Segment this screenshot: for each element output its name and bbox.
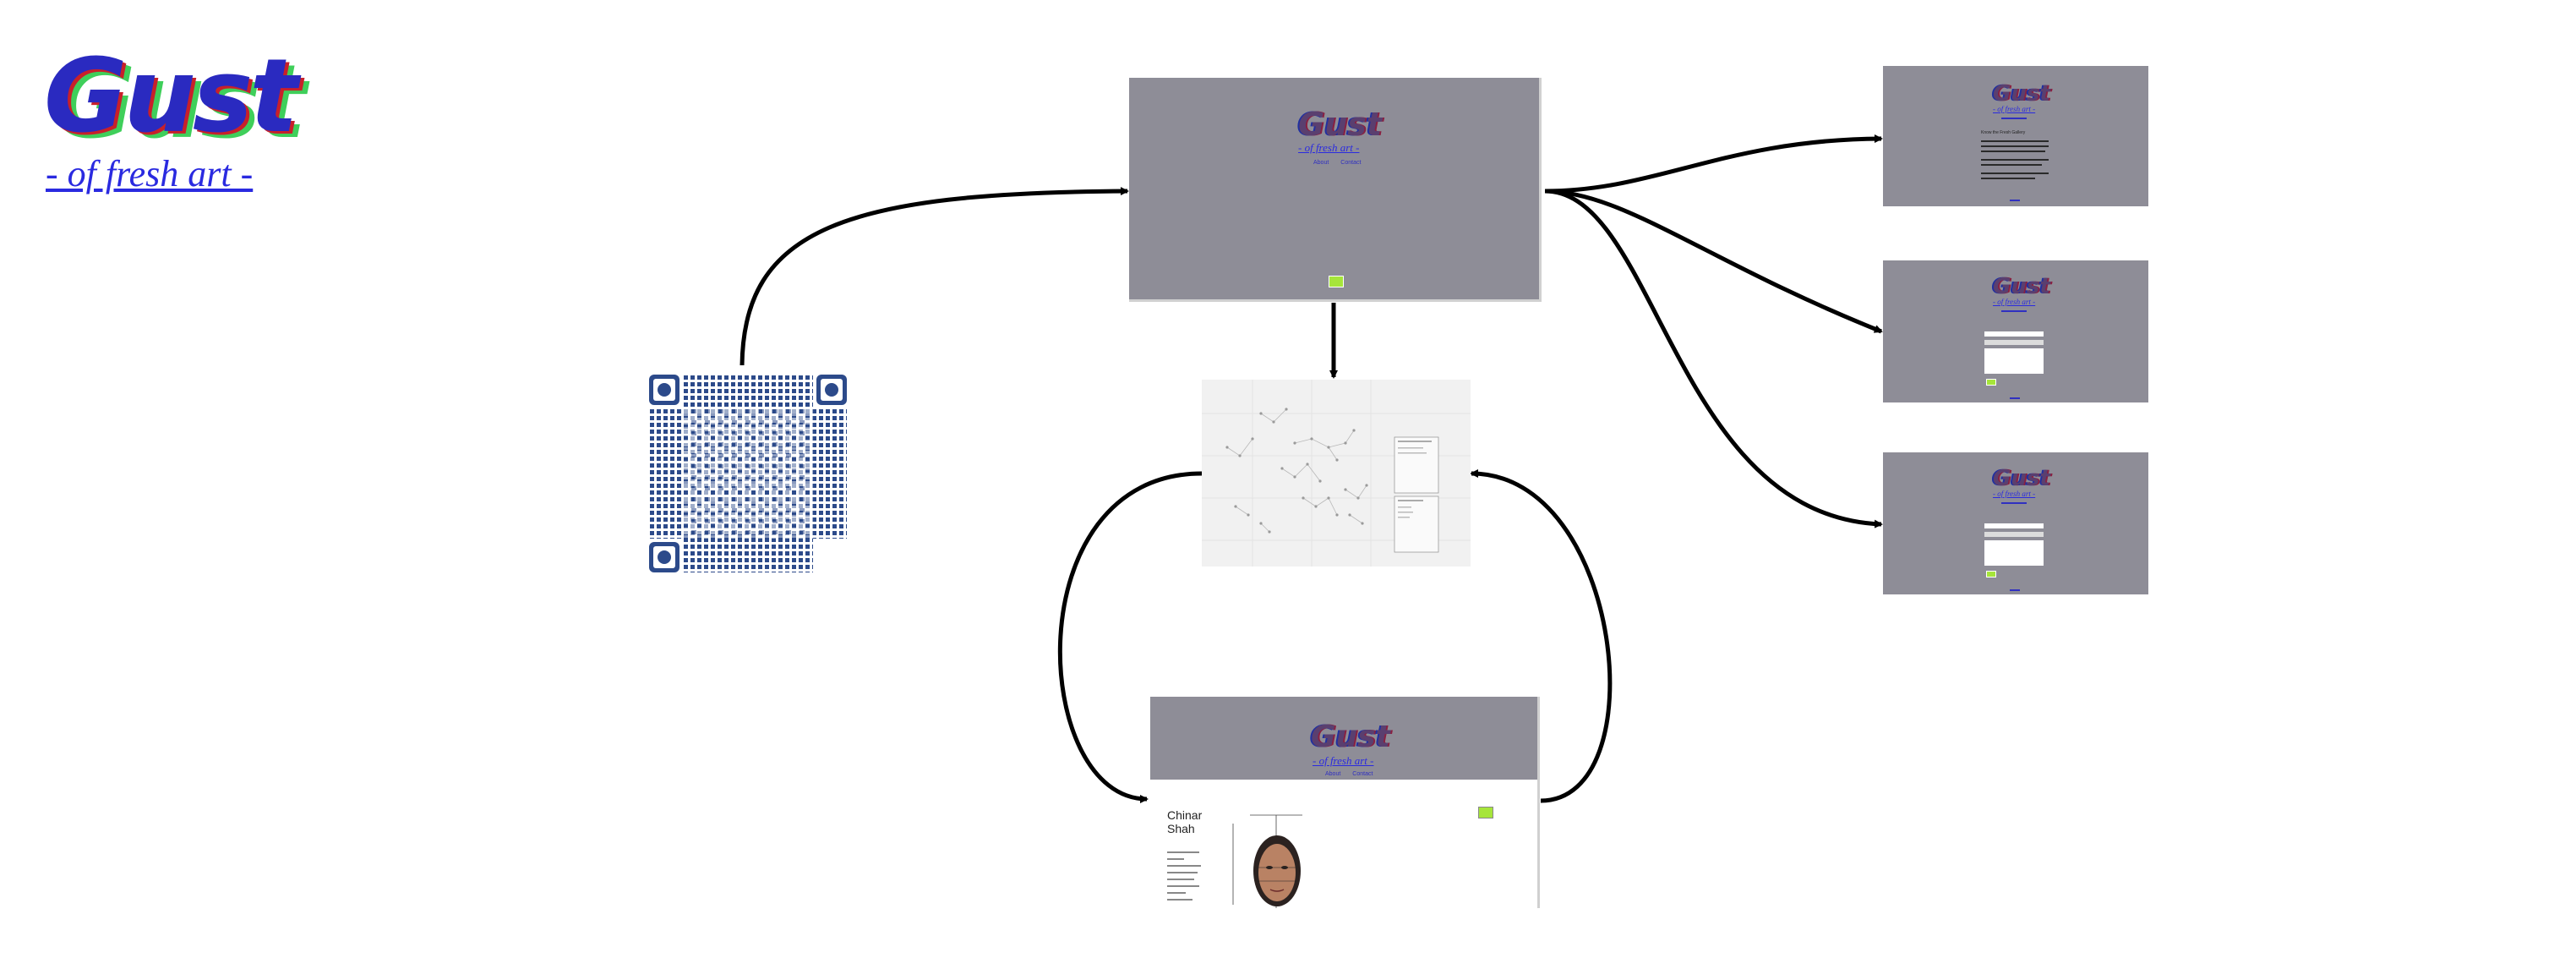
about-thumb-logo: Gust <box>1993 81 2050 107</box>
contact1-thumb-tagline: - of fresh art - <box>1993 298 2036 306</box>
about-thumb-text-line <box>1981 145 2049 147</box>
about-thumb-text-line <box>1981 140 2049 142</box>
contact1-thumb-name-field[interactable] <box>1984 331 2044 337</box>
arrow-artist-to-map <box>1470 469 1613 803</box>
about-thumb-text-line <box>1981 172 2049 174</box>
contact2-thumb-tagline: - of fresh art - <box>1993 490 2036 498</box>
logo-shadow-red: Gust <box>47 41 302 158</box>
contact1-thumb-submit-button[interactable] <box>1986 379 1996 386</box>
artist-thumb-header: Gust - of fresh art - About Contact <box>1150 697 1537 780</box>
arrow-home-to-contact2 <box>1544 189 1883 528</box>
contact-page-thumbnail-2[interactable]: Gust - of fresh art - <box>1883 452 2148 594</box>
about-thumb-text-line <box>1981 164 2042 166</box>
map-view-thumbnail[interactable] <box>1202 380 1471 567</box>
artist-bio-line <box>1167 879 1194 880</box>
artist-last-name: Shah <box>1167 822 1195 836</box>
home-thumb-nav: About Contact <box>1313 160 1373 166</box>
home-thumb-nav-contact[interactable]: Contact <box>1340 160 1362 166</box>
artist-thumb-nav-about[interactable]: About <box>1325 771 1341 777</box>
artist-thumb-green-button[interactable] <box>1478 807 1493 818</box>
artist-bio-line <box>1167 899 1192 901</box>
artist-thumb-nav: About Contact <box>1325 771 1384 777</box>
qr-finder-top-left <box>649 375 679 405</box>
about-thumb-heading: Know the Fresh Gallery <box>1981 130 2026 135</box>
contact1-thumb-email-field[interactable] <box>1984 340 2044 345</box>
artist-thumb-name: Chinar Shah <box>1167 808 1202 835</box>
map-side-panel-bottom <box>1394 495 1439 553</box>
artist-page-thumbnail[interactable]: Gust - of fresh art - About Contact China… <box>1150 697 1540 908</box>
qr-finder-bottom-left <box>649 542 679 572</box>
contact2-thumb-message-field[interactable] <box>1984 540 2044 566</box>
home-thumb-tagline: - of fresh art - <box>1298 141 1360 154</box>
contact2-thumb-submit-button[interactable] <box>1986 571 1996 578</box>
contact2-thumb-email-field[interactable] <box>1984 532 2044 537</box>
map-side-panel-top <box>1394 436 1439 494</box>
artist-bio-line <box>1167 865 1201 867</box>
arrow-map-to-artist <box>1057 471 1203 803</box>
contact1-thumb-message-field[interactable] <box>1984 348 2044 374</box>
contact-page-thumbnail-1[interactable]: Gust - of fresh art - <box>1883 260 2148 402</box>
portrait-face <box>1258 844 1296 901</box>
about-thumb-tagline: - of fresh art - <box>1993 105 2036 113</box>
artist-bio-line <box>1167 872 1198 873</box>
contact2-thumb-logo: Gust <box>1993 466 2050 491</box>
logo-word: Gust <box>44 38 298 156</box>
artist-thumb-tagline: - of fresh art - <box>1313 754 1374 767</box>
home-thumb-nav-about[interactable]: About <box>1313 160 1329 166</box>
about-thumb-text-line <box>1981 159 2049 161</box>
artist-thumb-logo: Gust <box>1311 720 1390 754</box>
contact1-thumb-logo: Gust <box>1993 274 2050 299</box>
home-thumb-logo: Gust <box>1298 106 1383 143</box>
arrow-home-to-contact1 <box>1544 189 1883 334</box>
qr-code[interactable] <box>649 375 847 572</box>
artist-thumb-nav-contact[interactable]: Contact <box>1352 771 1373 777</box>
arrow-qr-to-home <box>740 187 1129 366</box>
about-page-thumbnail[interactable]: Gust - of fresh art - Know the Fresh Gal… <box>1883 66 2148 206</box>
logo-tagline[interactable]: - of fresh art - <box>46 153 254 194</box>
home-thumb-green-button[interactable] <box>1329 276 1344 287</box>
artist-bio-line <box>1167 892 1186 894</box>
arrow-home-to-about <box>1544 134 1883 194</box>
about-thumb-text-line <box>1981 151 2045 152</box>
contact1-thumb-nav <box>2001 310 2027 312</box>
artist-bio-line <box>1167 851 1199 853</box>
contact1-thumb-footer-link[interactable] <box>2010 397 2020 399</box>
qr-finder-top-right <box>816 375 847 405</box>
contact2-thumb-name-field[interactable] <box>1984 523 2044 528</box>
artist-bio-line <box>1167 885 1199 887</box>
logo-shadow-green: Gust <box>52 44 307 162</box>
about-thumb-nav <box>2001 118 2027 119</box>
contact2-thumb-footer-link[interactable] <box>2010 589 2020 591</box>
artist-artwork-portrait <box>1232 814 1302 908</box>
contact2-thumb-nav <box>2001 502 2027 504</box>
home-page-thumbnail[interactable]: Gust - of fresh art - About Contact <box>1129 78 1542 302</box>
about-thumb-footer-link[interactable] <box>2010 200 2020 201</box>
artist-bio-line <box>1167 858 1184 860</box>
artist-first-name: Chinar <box>1167 808 1203 822</box>
about-thumb-text-line <box>1981 178 2035 179</box>
map-graph <box>1202 380 1471 567</box>
